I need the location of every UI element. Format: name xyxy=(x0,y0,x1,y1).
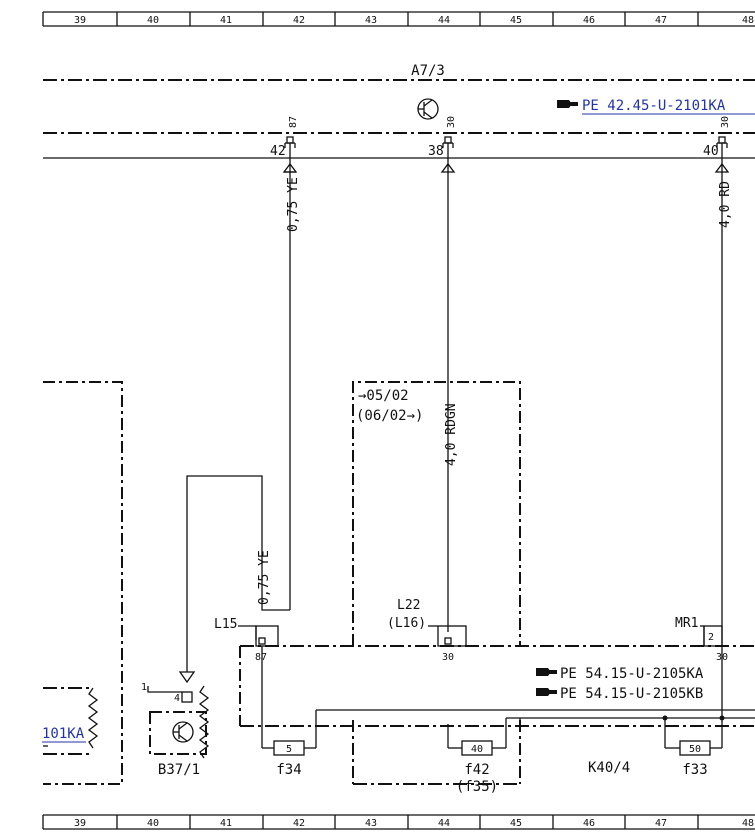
bottom-grid-col-41: 41 xyxy=(220,818,232,829)
connector-l15: L15 xyxy=(214,617,237,632)
module-pins: 87 42 30 38 30 40 xyxy=(270,116,731,159)
wire-label-40-rd: 4,0 RD xyxy=(718,181,733,228)
left-component-boundary: 101KA xyxy=(42,381,123,785)
top-grid-ruler: 39 40 41 42 43 44 45 46 47 48 xyxy=(42,11,755,27)
date-from-label: →05/02 xyxy=(358,388,409,404)
pin-30-right: 30 xyxy=(720,116,731,128)
bottom-grid-col-46: 46 xyxy=(583,818,595,829)
wires: 0,75 YE 4,0 RDGN 4,0 RD 0,75 YE xyxy=(178,143,733,722)
wire-label-075-ye-bottom: 0,75 YE xyxy=(257,550,272,605)
pin-42: 42 xyxy=(270,144,286,159)
k40-4-box: L15 87 L22 (L16) 30 MR1 2 30 PE 54.15-U-… xyxy=(214,598,755,776)
wire-label-40-rdgn: 4,0 RDGN xyxy=(444,403,459,466)
sensor-pin-1: 1 xyxy=(141,682,147,693)
reference-pointer-icon xyxy=(536,668,557,676)
fuse-rating-40: 40 xyxy=(471,744,483,755)
fuse-label-f42: f42 xyxy=(464,762,489,778)
bottom-grid-col-44: 44 xyxy=(438,818,450,829)
left-reference-link[interactable]: 101KA xyxy=(42,726,85,742)
transistor-icon xyxy=(172,721,194,743)
reference-pointer-icon xyxy=(557,100,578,108)
module-a7-3: A7/3 PE 42.45-U-2101KA xyxy=(43,63,755,159)
top-reference-link[interactable]: PE 42.45-U-2101KA xyxy=(582,98,726,114)
pin-38: 38 xyxy=(428,144,444,159)
date-to-label: (06/02→) xyxy=(356,408,423,424)
bottom-grid-col-48: 48 xyxy=(742,818,754,829)
bottom-grid-col-47: 47 xyxy=(655,818,667,829)
pin-87-top: 87 xyxy=(288,116,299,128)
bottom-grid-col-39: 39 xyxy=(74,818,86,829)
grid-col-41: 41 xyxy=(220,15,232,26)
connector-l22: L22 xyxy=(397,598,420,613)
fuse-label-f33: f33 xyxy=(682,762,707,778)
grid-col-40: 40 xyxy=(147,15,159,26)
component-k40-4: K40/4 xyxy=(588,760,630,776)
fuse-label-f35: (f35) xyxy=(456,779,498,795)
pin-30-k40-mid: 30 xyxy=(442,652,454,663)
grid-col-45: 45 xyxy=(510,15,522,26)
bottom-grid-col-42: 42 xyxy=(293,818,305,829)
sensor-b37-1: 1 4 B37/1 xyxy=(141,682,210,778)
grid-col-46: 46 xyxy=(583,15,595,26)
pin-30-top: 30 xyxy=(446,116,457,128)
transistor-icon xyxy=(417,98,439,120)
date-block-boundary: →05/02 (06/02→) xyxy=(352,381,521,785)
bottom-grid-ruler: 39 40 41 42 43 44 45 46 47 48 xyxy=(42,814,755,830)
connector-l16: (L16) xyxy=(387,616,426,631)
pin-87-k40: 87 xyxy=(255,652,267,663)
wire-label-075-ye-top: 0,75 YE xyxy=(286,177,301,232)
grid-col-39: 39 xyxy=(74,15,86,26)
connector-mr1-pin: 2 xyxy=(708,632,714,643)
fuse-label-f34: f34 xyxy=(276,762,301,778)
grid-col-44: 44 xyxy=(438,15,450,26)
sensor-pin-4: 4 xyxy=(174,693,180,704)
component-b37-1: B37/1 xyxy=(158,762,200,778)
reference-2105ka[interactable]: PE 54.15-U-2105KA xyxy=(560,666,704,682)
internal-bus xyxy=(261,646,755,748)
module-label: A7/3 xyxy=(411,63,445,79)
reference-2105kb[interactable]: PE 54.15-U-2105KB xyxy=(560,686,703,702)
bottom-grid-col-43: 43 xyxy=(365,818,377,829)
fuse-f34: 5 f34 xyxy=(261,724,317,778)
pin-40: 40 xyxy=(703,144,719,159)
grid-col-43: 43 xyxy=(365,15,377,26)
bottom-grid-col-40: 40 xyxy=(147,818,159,829)
pin-30-k40-right: 30 xyxy=(716,652,728,663)
grid-col-47: 47 xyxy=(655,15,667,26)
connector-mr1: MR1 xyxy=(675,616,698,631)
grid-col-42: 42 xyxy=(293,15,305,26)
grid-col-48: 48 xyxy=(742,15,754,26)
fuse-f33: 50 f33 xyxy=(665,722,723,778)
fuse-rating-50: 50 xyxy=(689,744,701,755)
fuse-rating-5: 5 xyxy=(286,744,292,755)
fuse-f42: 40 f42 (f35) xyxy=(447,724,507,795)
bottom-grid-col-45: 45 xyxy=(510,818,522,829)
reference-pointer-icon xyxy=(536,688,557,696)
